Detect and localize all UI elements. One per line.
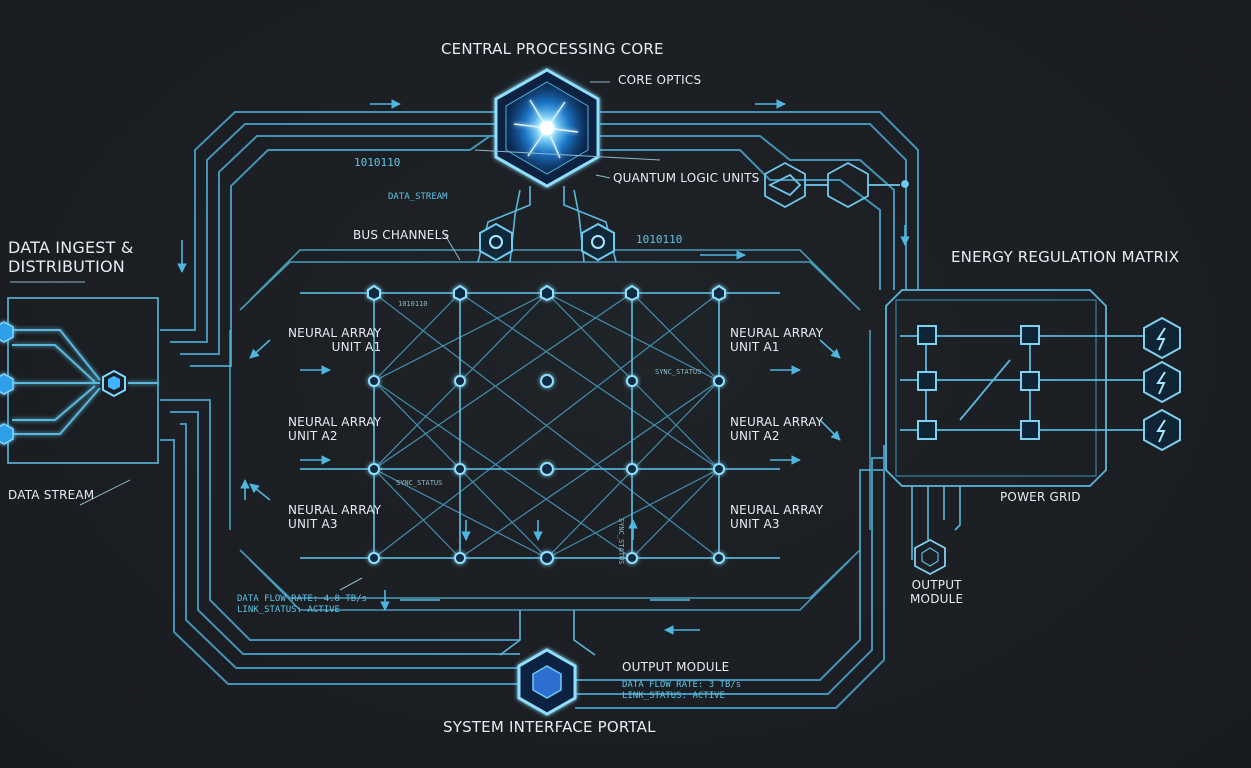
- energy-matrix-label: ENERGY REGULATION MATRIX: [951, 248, 1180, 266]
- flow-arrows: [177, 99, 910, 635]
- traces-inner: [229, 249, 871, 611]
- central-core: [494, 68, 600, 188]
- grid-nodes: [367, 284, 726, 565]
- bus-channel-nodes: [477, 186, 617, 263]
- traces-top-right: [575, 111, 919, 709]
- power-grid-label: POWER GRID: [1000, 490, 1081, 504]
- neural-grid: [300, 190, 780, 660]
- bus-channels-label: BUS CHANNELS: [353, 228, 450, 242]
- quantum-logic-units: [764, 161, 909, 209]
- status-readout-left: DATA FLOW RATE: 4.8 TB/s LINK_STATUS: AC…: [237, 594, 368, 615]
- traces-top-left: [160, 111, 520, 685]
- central-core-label: CENTRAL PROCESSING CORE: [441, 40, 664, 58]
- data-ingest-module: [0, 297, 159, 464]
- bolt-icon: [1143, 316, 1181, 452]
- quantum-logic-label: QUANTUM LOGIC UNITS: [613, 171, 760, 185]
- sync-status-label-vertical: SYNC_STATUS: [617, 518, 625, 565]
- status-readout-bottom: DATA FLOW RATE: 3 TB/s LINK_STATUS: ACTI…: [622, 680, 742, 701]
- sync-status-label-1: SYNC_STATUS: [655, 368, 702, 376]
- system-portal: [400, 599, 690, 716]
- output-module-right-label: OUTPUT MODULE: [910, 578, 964, 606]
- sync-status-label-2: SYNC_STATUS: [396, 479, 443, 487]
- binary-readout-top-left: 1010110: [354, 156, 401, 169]
- data-stream-label: DATA STREAM: [8, 488, 95, 502]
- binary-readout-top-right: 1010110: [636, 233, 683, 246]
- energy-matrix: [885, 289, 1181, 576]
- output-module-bottom-label: OUTPUT MODULE: [622, 660, 730, 674]
- data-stream-code: DATA_STREAM: [388, 192, 448, 202]
- leader-lines: [10, 81, 661, 591]
- system-portal-label: SYSTEM INTERFACE PORTAL: [443, 718, 656, 736]
- data-ingest-label: DATA INGEST & DISTRIBUTION: [8, 238, 134, 276]
- core-optics-label: CORE OPTICS: [618, 73, 702, 87]
- binary-readout-grid: 1010110: [398, 300, 428, 308]
